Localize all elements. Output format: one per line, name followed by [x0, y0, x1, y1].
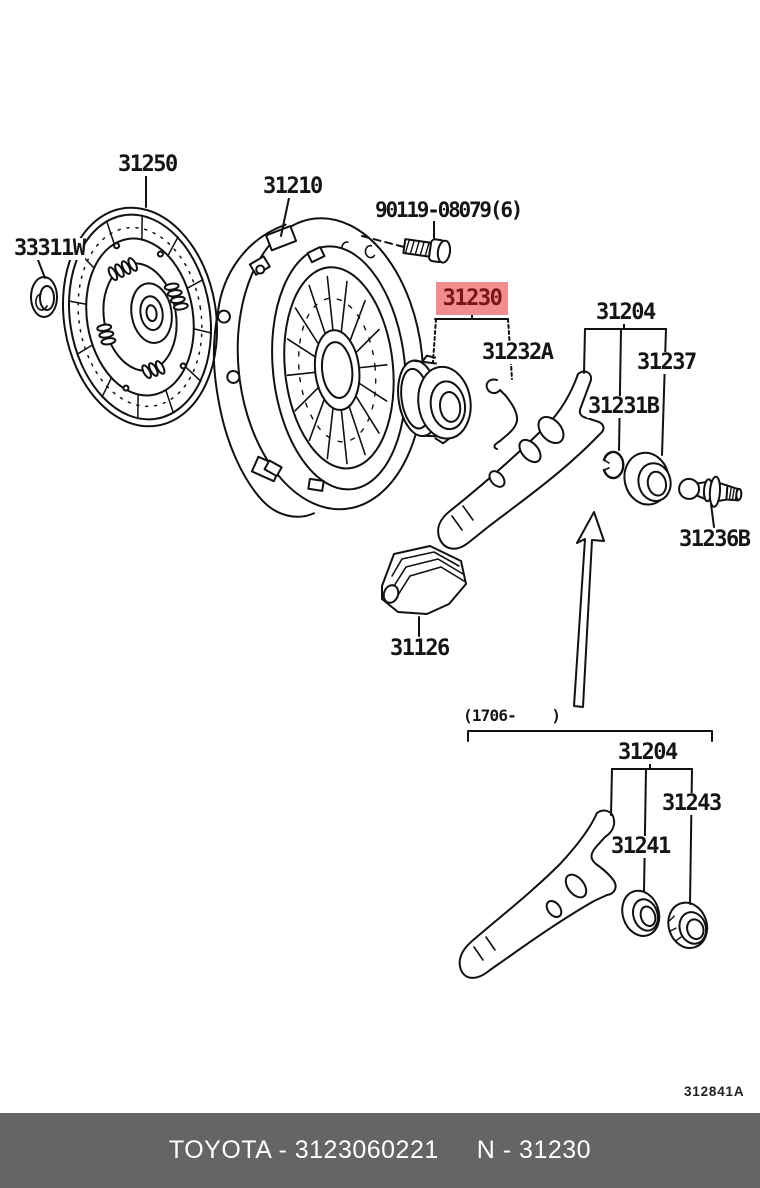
lower-release-fork-drawing [458, 809, 617, 979]
boot-drawing [381, 545, 467, 615]
part-label-31204-upper[interactable]: 31204 [595, 300, 656, 325]
clutch-disc-drawing [61, 206, 219, 428]
release-fork-clip-drawing [485, 378, 519, 450]
part-label-31241[interactable]: 31241 [610, 834, 671, 859]
part-label-31126[interactable]: 31126 [389, 636, 450, 661]
bolt-drawing [402, 238, 452, 264]
leader-lines [37, 175, 715, 905]
snap-ring-drawing [602, 450, 625, 480]
part-label-31204-lower[interactable]: 31204 [617, 740, 678, 765]
part-label-31232a[interactable]: 31232A [481, 340, 554, 365]
part-label-31236b[interactable]: 31236B [678, 527, 751, 552]
production-range-note: (1706- ) [462, 706, 562, 725]
footer-part-number: N - 31230 [476, 1136, 592, 1164]
part-label-90119-08079[interactable]: 90119-08079(6) [374, 198, 523, 222]
part-label-31243[interactable]: 31243 [661, 791, 722, 816]
clutch-cover-drawing [212, 217, 425, 518]
arrow-indicator [573, 511, 605, 708]
footer-brand-code: TOYOTA - 3123060221 [168, 1136, 439, 1164]
part-label-31250[interactable]: 31250 [117, 152, 178, 177]
part-label-31210[interactable]: 31210 [262, 174, 323, 199]
release-fork-drawing [437, 370, 605, 550]
fork-support-bearing-drawing [623, 451, 672, 506]
part-label-31231b[interactable]: 31231B [587, 394, 660, 419]
part-label-33311w[interactable]: 33311W [13, 236, 86, 261]
release-bearing-drawing [397, 354, 472, 445]
highlighted-part-label[interactable]: 31230 [436, 282, 508, 315]
lower-bearing-drawing [621, 889, 661, 937]
footer-bar: TOYOTA - 3123060221 N - 31230 [0, 1113, 760, 1188]
diagram-ref-code: 312841A [684, 1084, 745, 1099]
pilot-bearing-drawing [30, 276, 58, 318]
push-rod-drawing [678, 475, 743, 508]
part-label-31237[interactable]: 31237 [636, 350, 697, 375]
lower-bearing-2-drawing [667, 901, 709, 950]
